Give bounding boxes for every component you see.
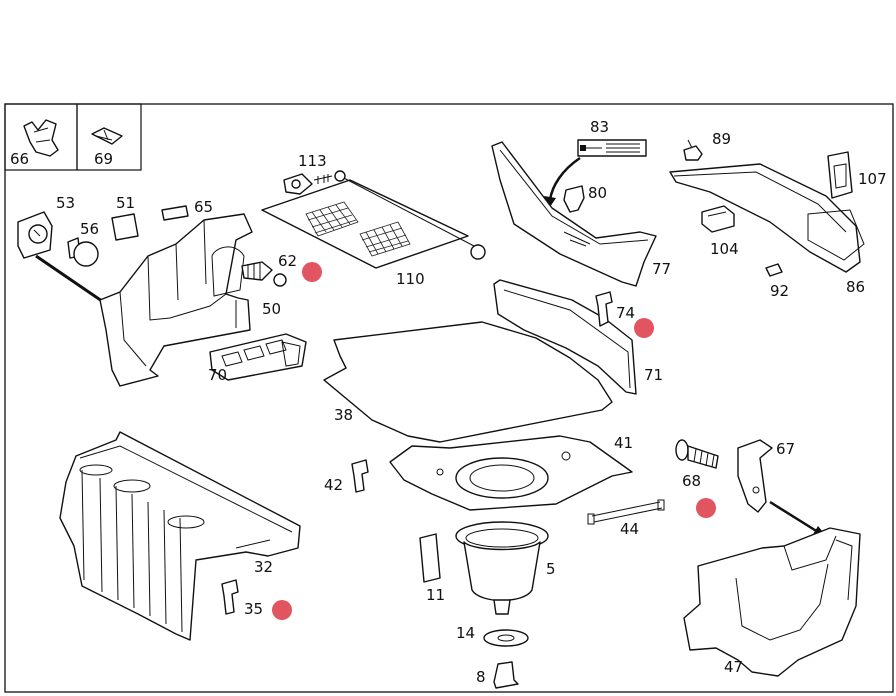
part-89-fastener[interactable] xyxy=(683,139,703,161)
label-69: 69 xyxy=(94,150,113,168)
part-11-pad[interactable] xyxy=(419,533,441,583)
part-80-clip[interactable] xyxy=(563,185,585,213)
part-51-cap[interactable] xyxy=(111,213,139,241)
label-74: 74 xyxy=(616,304,635,322)
label-38: 38 xyxy=(334,406,353,424)
part-69-clip[interactable] xyxy=(91,127,123,145)
label-42: 42 xyxy=(324,476,343,494)
part-47-side-liner[interactable] xyxy=(683,527,861,677)
label-51: 51 xyxy=(116,194,135,212)
part-70-tray[interactable] xyxy=(209,333,307,381)
hotspot-marker-68[interactable] xyxy=(696,498,716,518)
part-56-knob[interactable] xyxy=(67,237,99,267)
part-83-badge[interactable] xyxy=(577,139,647,157)
label-92: 92 xyxy=(770,282,789,300)
label-44: 44 xyxy=(620,520,639,538)
part-32-rear-panel[interactable] xyxy=(59,431,301,641)
part-110-net[interactable] xyxy=(261,170,486,269)
label-113: 113 xyxy=(298,152,327,170)
part-42-clip[interactable] xyxy=(351,459,369,493)
label-62: 62 xyxy=(278,252,297,270)
part-86-cover[interactable] xyxy=(669,163,865,273)
arrow-83 xyxy=(548,156,581,201)
part-107-bracket[interactable] xyxy=(827,151,853,199)
part-5-spare-wheel-well[interactable] xyxy=(455,521,549,615)
part-62-plug[interactable] xyxy=(241,261,287,287)
arrow-67 xyxy=(769,500,819,534)
label-80: 80 xyxy=(588,184,607,202)
label-56: 56 xyxy=(80,220,99,238)
part-44-strap[interactable] xyxy=(587,499,665,525)
part-50-side-panel[interactable] xyxy=(99,213,253,387)
part-65-label[interactable] xyxy=(161,205,189,221)
part-41-floor-panel[interactable] xyxy=(389,435,633,511)
label-8: 8 xyxy=(476,668,486,686)
part-14-washer[interactable] xyxy=(483,629,529,647)
hotspot-marker-35[interactable] xyxy=(272,600,292,620)
part-92-screw[interactable] xyxy=(765,263,783,277)
label-77: 77 xyxy=(652,260,671,278)
part-104-block[interactable] xyxy=(701,205,735,233)
label-104: 104 xyxy=(710,240,739,258)
part-35-clip[interactable] xyxy=(221,579,239,615)
label-65: 65 xyxy=(194,198,213,216)
label-32: 32 xyxy=(254,558,273,576)
part-74-pin[interactable] xyxy=(595,291,613,327)
part-77-sill-panel[interactable] xyxy=(491,141,657,287)
label-83: 83 xyxy=(590,118,609,136)
label-71: 71 xyxy=(644,366,663,384)
label-86: 86 xyxy=(846,278,865,296)
label-41: 41 xyxy=(614,434,633,452)
diagram-frame xyxy=(4,103,894,693)
part-113-screw[interactable] xyxy=(283,173,333,195)
label-47: 47 xyxy=(724,658,743,676)
label-107: 107 xyxy=(858,170,887,188)
part-66-clip[interactable] xyxy=(23,119,59,157)
label-66: 66 xyxy=(10,150,29,168)
label-89: 89 xyxy=(712,130,731,148)
part-68-bolt[interactable] xyxy=(675,439,719,469)
label-14: 14 xyxy=(456,624,475,642)
label-11: 11 xyxy=(426,586,445,604)
hotspot-marker-74[interactable] xyxy=(634,318,654,338)
part-53-switch[interactable] xyxy=(17,211,53,259)
label-70: 70 xyxy=(208,366,227,384)
part-67-bracket[interactable] xyxy=(737,439,773,513)
label-50: 50 xyxy=(262,300,281,318)
label-110: 110 xyxy=(396,270,425,288)
label-53: 53 xyxy=(56,194,75,212)
part-71-rail[interactable] xyxy=(493,279,637,395)
label-68: 68 xyxy=(682,472,701,490)
label-35: 35 xyxy=(244,600,263,618)
label-67: 67 xyxy=(776,440,795,458)
inset-box-69 xyxy=(76,103,142,171)
label-5: 5 xyxy=(546,560,556,578)
hotspot-marker-62[interactable] xyxy=(302,262,322,282)
part-38-floor-mat[interactable] xyxy=(323,321,613,443)
part-8-bolt[interactable] xyxy=(493,661,519,689)
